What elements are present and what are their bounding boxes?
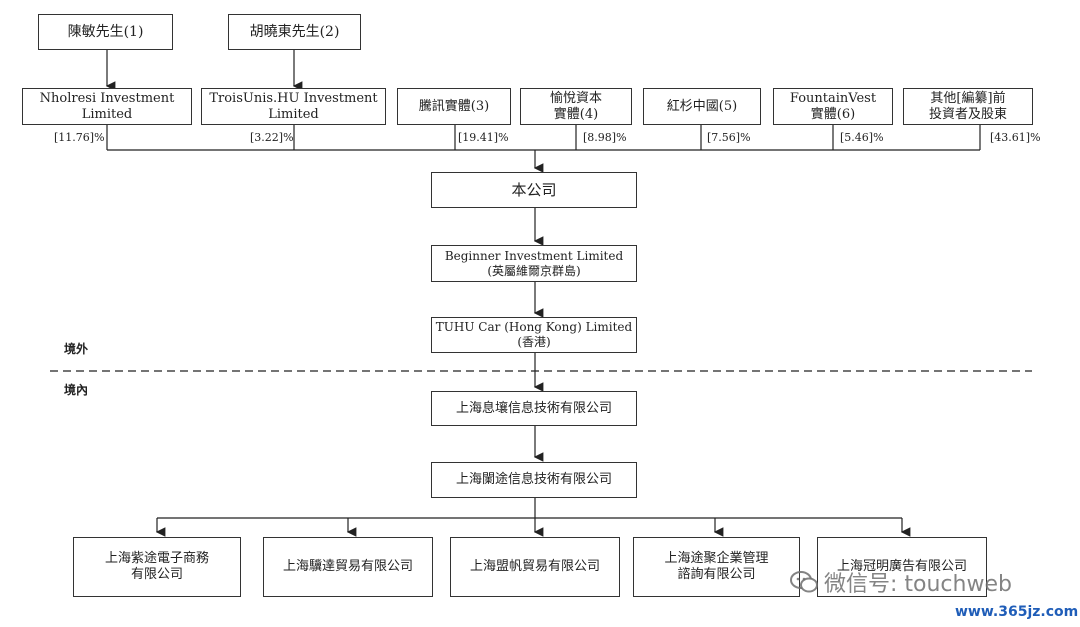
- shareholder-fountainvest: FountainVest 實體(6): [773, 88, 893, 125]
- tuhu-hk-box: TUHU Car (Hong Kong) Limited (香港): [431, 317, 637, 353]
- company-box: 本公司: [431, 172, 637, 208]
- offshore-label: 境外: [64, 342, 89, 356]
- shareholder-line2: 投資者及股東: [928, 106, 1007, 122]
- site-url: www.365jz.com: [955, 604, 1079, 620]
- shareholder-line2: 實體(4): [553, 106, 599, 122]
- shareholder-line1: Nholresi Investment: [39, 90, 175, 106]
- shareholder-line1: TroisUnis.HU Investment: [209, 90, 378, 106]
- shareholder-line1: 紅杉中國(5): [666, 98, 738, 114]
- tuhu-hk-name: TUHU Car (Hong Kong) Limited: [435, 320, 633, 334]
- wechat-watermark: 微信号: touchweb: [790, 566, 1012, 598]
- subsidiary-line1: 上海驥達貿易有限公司: [282, 559, 413, 574]
- pct-others: [43.61]%: [990, 131, 1041, 144]
- subsidiary-tuju: 上海途聚企業管理 諮詢有限公司: [633, 537, 800, 597]
- subsidiary-line1: 上海紫途電子商務: [104, 551, 209, 566]
- xirang-box: 上海息壤信息技術有限公司: [431, 391, 637, 426]
- pct-joy-capital: [8.98]%: [583, 131, 627, 144]
- shareholder-line1: 愉悅資本: [549, 90, 602, 106]
- subsidiary-zitu: 上海紫途電子商務 有限公司: [73, 537, 241, 597]
- shareholder-sequoia: 紅杉中國(5): [643, 88, 761, 125]
- subsidiary-line2: 有限公司: [130, 567, 183, 582]
- pct-fountainvest: [5.46]%: [840, 131, 884, 144]
- founder-hu-box: 胡曉東先生(2): [228, 14, 361, 50]
- pct-tencent: [19.41]%: [458, 131, 509, 144]
- founder-chen-box: 陳敏先生(1): [38, 14, 173, 50]
- lantu-box: 上海闌途信息技術有限公司: [431, 462, 637, 498]
- shareholder-tencent: 騰訊實體(3): [397, 88, 511, 125]
- beginner-investment-box: Beginner Investment Limited (英屬維爾京群島): [431, 245, 637, 282]
- shareholder-troisunis: TroisUnis.HU Investment Limited: [201, 88, 386, 125]
- lantu-label: 上海闌途信息技術有限公司: [455, 472, 612, 487]
- subsidiary-mengfan: 上海盟帆貿易有限公司: [450, 537, 620, 597]
- shareholder-nholresi: Nholresi Investment Limited: [22, 88, 192, 125]
- founder-hu-label: 胡曉東先生(2): [249, 24, 340, 40]
- subsidiary-jida: 上海驥達貿易有限公司: [263, 537, 433, 597]
- shareholder-line1: 其他[編纂]前: [930, 90, 1006, 106]
- xirang-label: 上海息壤信息技術有限公司: [455, 400, 612, 416]
- shareholder-line1: 騰訊實體(3): [418, 98, 490, 114]
- pct-troisunis: [3.22]%: [250, 131, 294, 144]
- subsidiary-line1: 上海途聚企業管理: [664, 551, 769, 566]
- shareholder-line2: Limited: [268, 106, 319, 122]
- shareholder-line2: Limited: [81, 106, 133, 122]
- wechat-id: 微信号: touchweb: [824, 572, 1012, 597]
- founder-chen-label: 陳敏先生(1): [67, 24, 144, 40]
- company-label: 本公司: [511, 181, 557, 199]
- pct-nholresi: [11.76]%: [54, 131, 105, 144]
- beginner-name: Beginner Investment Limited: [444, 248, 624, 263]
- shareholder-others: 其他[編纂]前 投資者及股東: [903, 88, 1033, 125]
- beginner-jurisdiction: (英屬維爾京群島): [487, 263, 581, 278]
- site-watermark: www.365jz.com: [955, 604, 1078, 620]
- shareholder-joy-capital: 愉悅資本 實體(4): [520, 88, 632, 125]
- subsidiary-line1: 上海冠明廣告有限公司: [836, 559, 967, 574]
- pct-sequoia: [7.56]%: [707, 131, 751, 144]
- subsidiary-line2: 諮詢有限公司: [677, 567, 756, 582]
- shareholder-line2: 實體(6): [810, 106, 856, 122]
- shareholder-line1: FountainVest: [789, 90, 877, 106]
- tuhu-hk-jurisdiction: (香港): [517, 335, 551, 349]
- wechat-icon: [790, 571, 818, 593]
- onshore-label: 境內: [64, 383, 89, 397]
- subsidiary-guanming: 上海冠明廣告有限公司: [817, 537, 987, 597]
- subsidiary-line1: 上海盟帆貿易有限公司: [469, 559, 600, 574]
